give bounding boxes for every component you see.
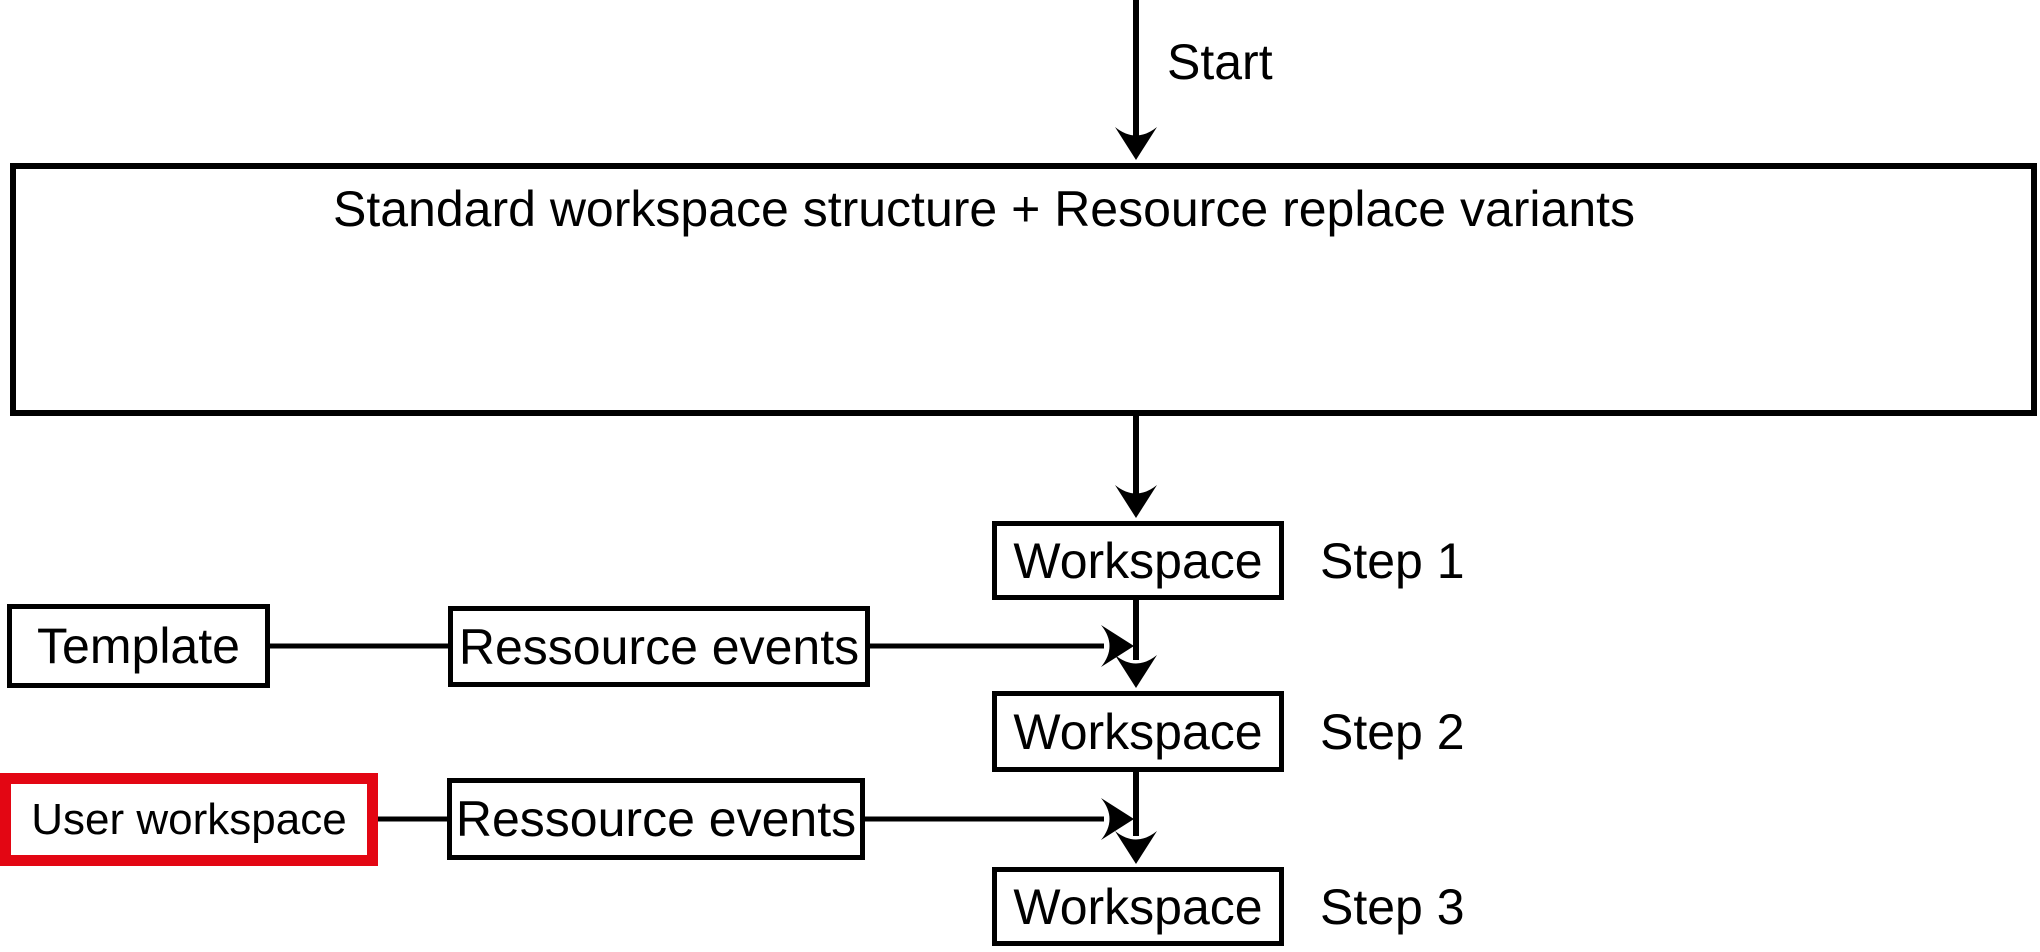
flow-arrowhead-step3-icon bbox=[1115, 831, 1157, 864]
resource-events-box-1: Ressource events bbox=[448, 606, 870, 687]
step1-label: Step 1 bbox=[1320, 532, 1465, 589]
start-arrowhead-icon bbox=[1115, 127, 1157, 160]
user-workspace-box-label: User workspace bbox=[31, 794, 347, 844]
step3-label: Step 3 bbox=[1320, 878, 1465, 935]
start-label: Start bbox=[1167, 34, 1273, 90]
flow-arrowhead-step2-icon bbox=[1115, 655, 1157, 688]
workspace-box-step3: Workspace bbox=[992, 867, 1284, 946]
resource-events-box-1-label: Ressource events bbox=[458, 618, 860, 675]
workspace-box-step1: Workspace bbox=[992, 521, 1284, 600]
resource-events-box-2-label: Ressource events bbox=[455, 791, 857, 847]
workspace-box-step1-label: Workspace bbox=[1013, 532, 1263, 589]
template-box-label: Template bbox=[37, 618, 240, 674]
template-box: Template bbox=[7, 604, 270, 688]
flow-arrowhead-step1-icon bbox=[1115, 485, 1157, 518]
step2-label: Step 2 bbox=[1320, 703, 1465, 760]
workspace-box-step2: Workspace bbox=[992, 691, 1284, 772]
workspace-box-step2-label: Workspace bbox=[1013, 703, 1263, 760]
workspace-box-step3-label: Workspace bbox=[1013, 878, 1263, 935]
user-workspace-box: User workspace bbox=[0, 773, 378, 866]
main-box-title: Standard workspace structure + Resource … bbox=[333, 181, 1636, 237]
resource-events-box-2: Ressource events bbox=[447, 778, 865, 860]
resource-arrowhead-1-icon bbox=[1101, 625, 1134, 667]
main-box: Standard workspace structure + Resource … bbox=[10, 163, 2037, 416]
resource-arrowhead-2-icon bbox=[1101, 798, 1134, 840]
